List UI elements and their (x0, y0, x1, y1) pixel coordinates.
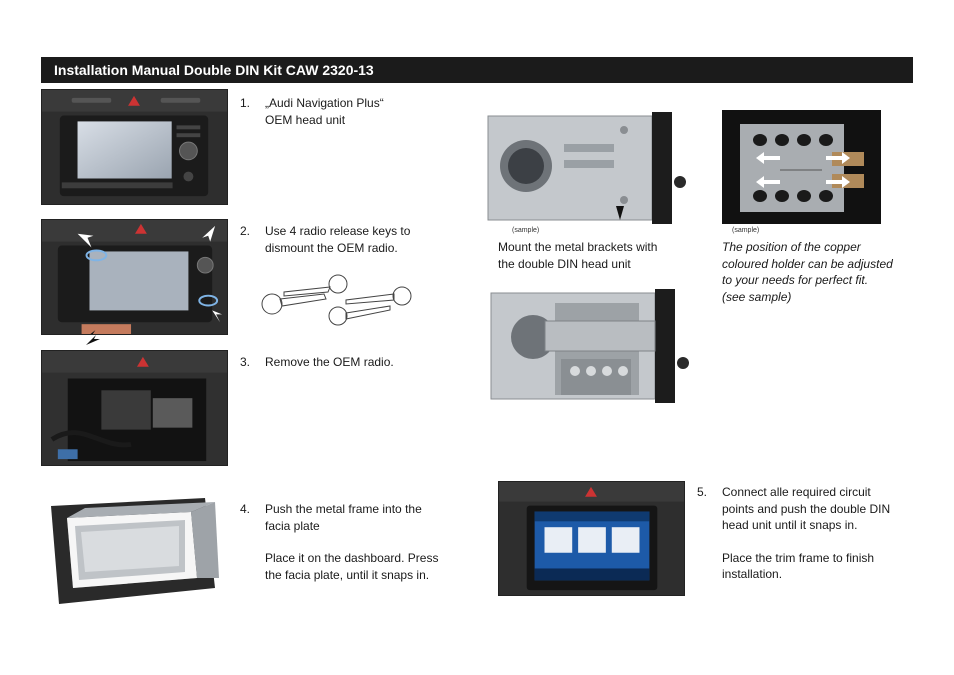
note-line: the double DIN head unit (498, 256, 631, 271)
step-5: 5. Connect alle required circuit points … (697, 484, 912, 584)
photo-installed-unit (498, 481, 685, 596)
note-line: (see sample) (722, 289, 792, 304)
step-line: installation. (722, 567, 783, 581)
sample-caption-right: (sample) (732, 227, 760, 234)
step-number: 1. (240, 96, 251, 110)
step-1: 1. „Audi Navigation Plus“ OEM head unit (240, 95, 440, 129)
step-line: facia plate (265, 518, 320, 533)
step-line: dismount the OEM radio. (265, 240, 398, 255)
mount-brackets-note: Mount the metal brackets with the double… (498, 239, 688, 272)
step-line: „Audi Navigation Plus“ (265, 96, 384, 110)
photo-head-unit-side (484, 110, 688, 224)
step-4: 4. Push the metal frame into the facia p… (240, 501, 455, 585)
step-line: head unit until it snaps in. (722, 518, 858, 532)
photo-release-keys (41, 219, 228, 335)
step-line: points and push the double DIN (722, 501, 891, 516)
step-line: Remove the OEM radio. (265, 355, 394, 369)
photo-head-unit-brackets (487, 287, 691, 405)
step-number: 3. (240, 355, 251, 369)
copper-holder-note: The position of the copper coloured hold… (722, 239, 912, 305)
step-number: 2. (240, 224, 251, 238)
step-line: Place it on the dashboard. Press (265, 551, 439, 565)
step-line: Place the trim frame to finish (722, 550, 875, 565)
page-title: Installation Manual Double DIN Kit CAW 2… (41, 57, 913, 83)
photo-removed-radio (41, 350, 228, 466)
photo-copper-holder (722, 110, 881, 224)
arrow-icon (86, 335, 100, 345)
photo-metal-frame (45, 492, 223, 610)
step-line: Use 4 radio release keys to (265, 224, 411, 238)
step-line: Connect alle required circuit (722, 485, 871, 499)
sample-caption-left: (sample) (512, 227, 540, 234)
release-keys-illustration (258, 270, 416, 328)
note-line: Mount the metal brackets with (498, 240, 658, 254)
step-number: 4. (240, 502, 251, 516)
step-3: 3. Remove the OEM radio. (240, 354, 440, 372)
photo-oem-head-unit (41, 89, 228, 205)
note-line: to your needs for perfect fit. (722, 273, 869, 287)
step-line: OEM head unit (265, 112, 346, 127)
step-line: Push the metal frame into the (265, 502, 422, 516)
note-line: coloured holder can be adjusted (722, 256, 893, 271)
step-line: the facia plate, until it snaps in. (265, 567, 430, 582)
step-number: 5. (697, 485, 708, 499)
step-2: 2. Use 4 radio release keys to dismount … (240, 223, 440, 257)
note-line: The position of the copper (722, 240, 861, 254)
